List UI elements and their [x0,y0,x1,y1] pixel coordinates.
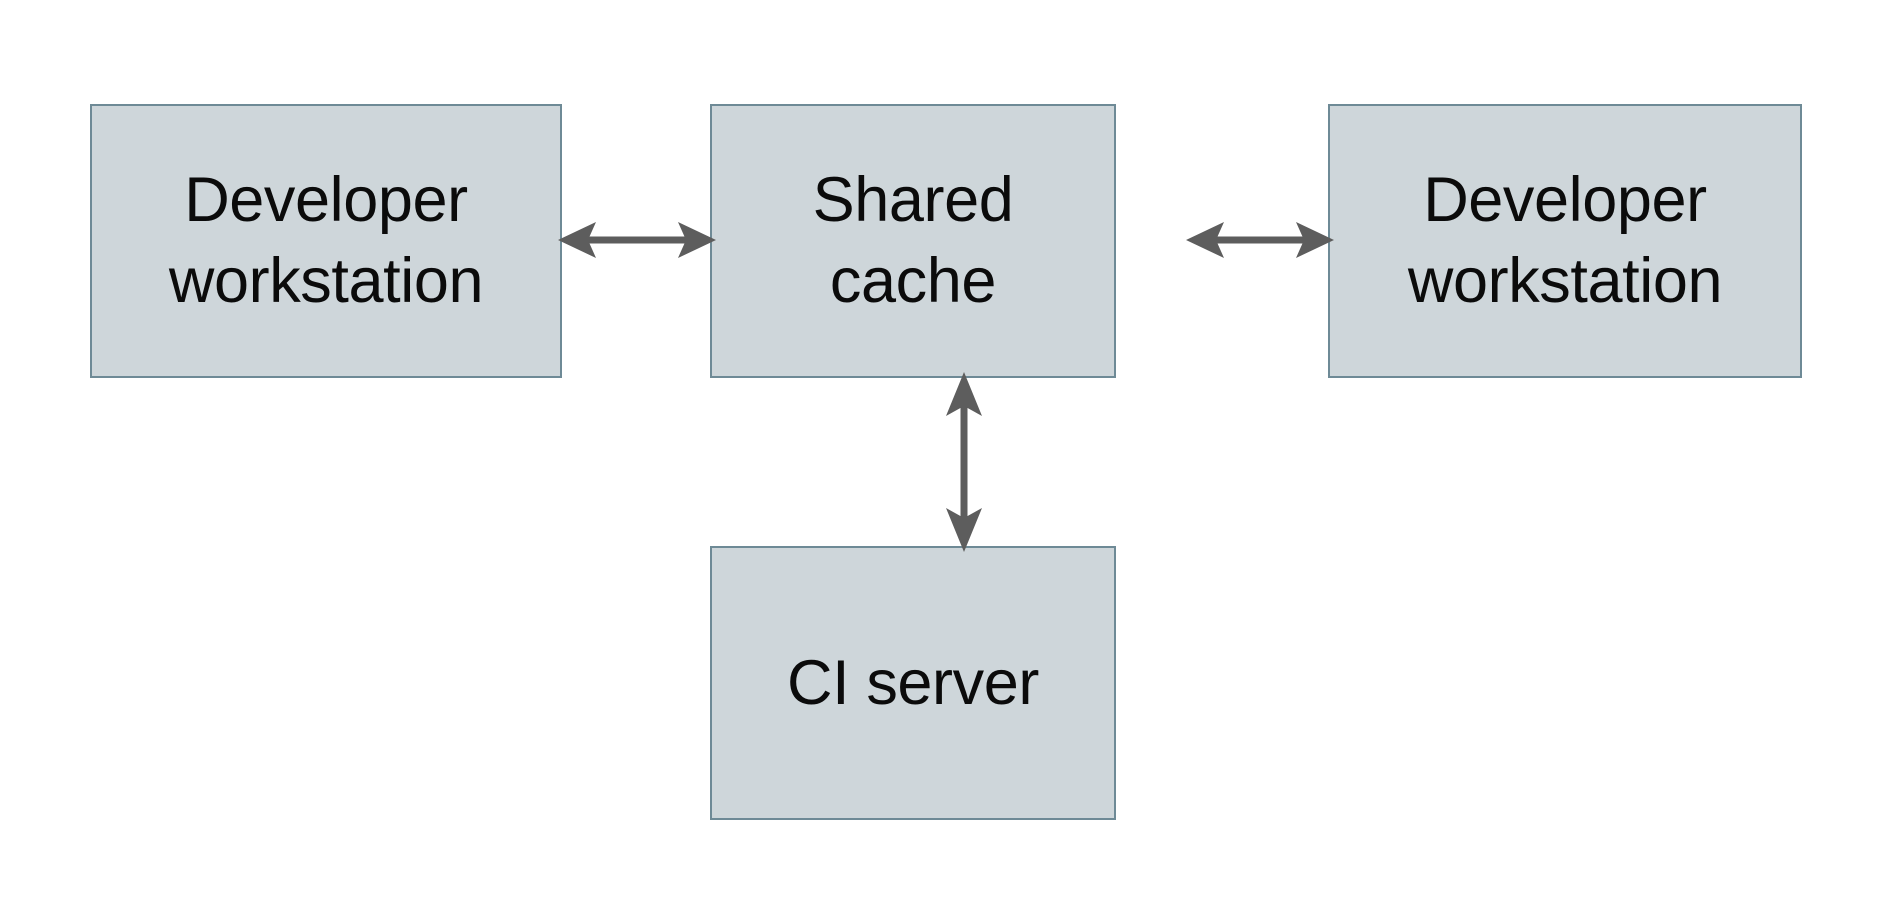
node-label: Developer workstation [1407,165,1723,316]
node-developer-workstation-right[interactable]: Developer workstation [1328,104,1802,378]
node-label: Developer workstation [168,165,484,316]
arrowhead-left-icon [558,222,596,258]
arrowhead-up-icon [946,372,982,416]
edge-dev-left-to-shared-cache [558,222,716,258]
edge-shared-cache-to-ci-server [946,372,982,552]
node-shared-cache[interactable]: Shared cache [710,104,1116,378]
arrowhead-left-icon [1186,222,1224,258]
node-ci-server[interactable]: CI server [710,546,1116,820]
edge-shared-cache-to-dev-right [1186,222,1334,258]
node-developer-workstation-left[interactable]: Developer workstation [90,104,562,378]
node-label: Shared cache [812,165,1014,316]
node-label: CI server [787,647,1039,718]
